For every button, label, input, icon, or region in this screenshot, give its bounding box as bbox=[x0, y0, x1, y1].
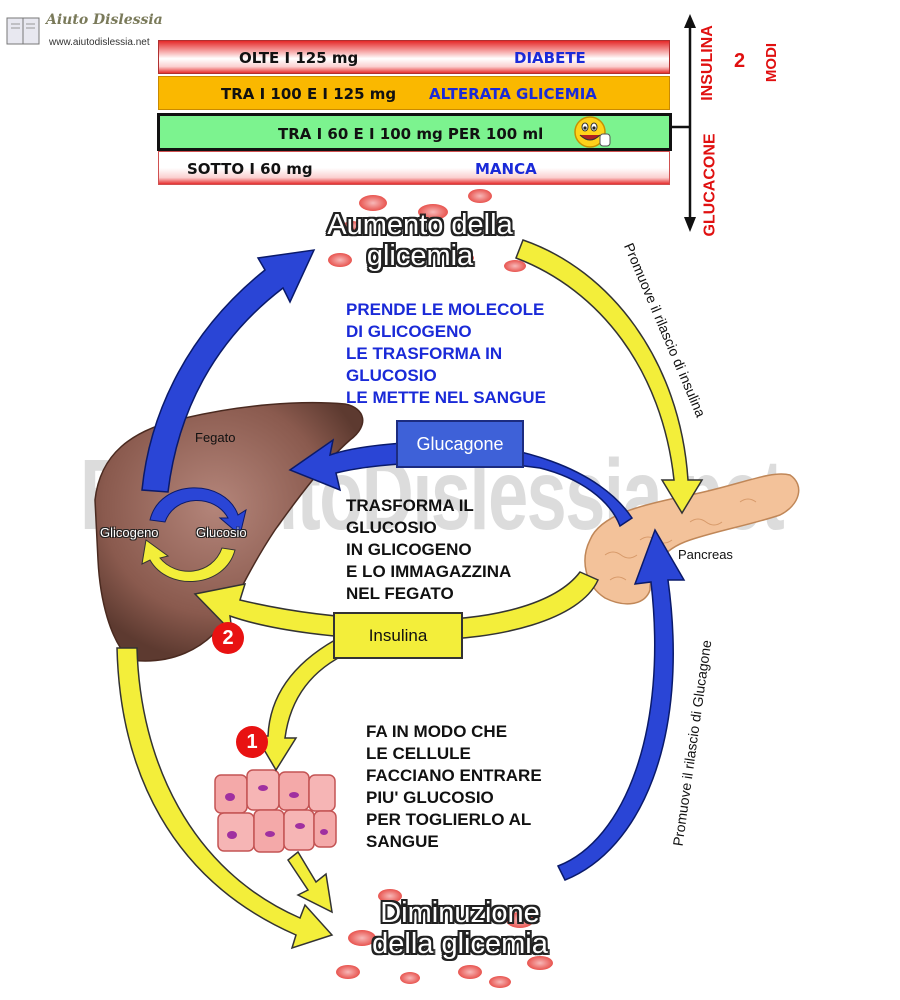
side-label-modi: MODI bbox=[763, 42, 781, 83]
band-range: OLTE I 125 mg bbox=[239, 49, 359, 67]
side-label-glucacone: GLUCACONE bbox=[701, 133, 719, 237]
band-status: MANCA bbox=[475, 160, 537, 178]
arrow-liver-to-aumento bbox=[141, 249, 316, 493]
glucagone-box-label: Glucagone bbox=[416, 434, 504, 454]
title-aumento: Aumento della glicemia bbox=[300, 210, 540, 272]
logo-url: www.aiutodislessia.net bbox=[49, 37, 150, 48]
title-diminuzione: Diminuzione della glicemia bbox=[335, 898, 585, 960]
smiley-icon bbox=[574, 116, 611, 148]
band-manca: SOTTO I 60 mg MANCA bbox=[158, 151, 670, 185]
body-cells bbox=[214, 769, 337, 853]
glucagone-box: Glucagone bbox=[396, 420, 524, 468]
badge-1: 1 bbox=[236, 726, 268, 758]
title-aumento-line1: Aumento della bbox=[327, 209, 513, 241]
band-range: TRA I 60 E I 100 mg PER 100 ml bbox=[278, 125, 544, 143]
arrow-diminuzione-to-pancreas bbox=[556, 528, 686, 881]
label-glicogeno: Glicogeno bbox=[100, 525, 159, 540]
label-glucosio: Glucosio bbox=[196, 525, 247, 540]
title-diminuzione-line2: della glicemia bbox=[372, 928, 548, 960]
cycle-arrow-yellow bbox=[141, 539, 236, 582]
band-status: DIABETE bbox=[514, 49, 586, 67]
logo-name: Aiuto Dislessia bbox=[46, 12, 163, 28]
logo: Aiuto Dislessia www.aiutodislessia.net bbox=[2, 10, 163, 50]
book-icon bbox=[6, 17, 40, 45]
insulina-box: Insulina bbox=[333, 612, 463, 659]
red-blood-cells-bottom bbox=[336, 889, 553, 988]
text-glucagone-action: PRENDE LE MOLECOLE DI GLICOGENO LE TRASF… bbox=[346, 300, 546, 407]
band-status: ALTERATA GLICEMIA bbox=[429, 85, 597, 103]
side-count: 2 bbox=[734, 50, 746, 72]
band-range: SOTTO I 60 mg bbox=[187, 160, 313, 178]
label-fegato: Fegato bbox=[195, 430, 236, 445]
title-diminuzione-line1: Diminuzione bbox=[380, 897, 540, 929]
band-range: TRA I 100 E I 125 mg bbox=[221, 85, 397, 103]
badge-2: 2 bbox=[212, 622, 244, 654]
arrow-aumento-to-pancreas bbox=[515, 239, 704, 515]
band-normale: TRA I 60 E I 100 mg PER 100 ml bbox=[157, 113, 672, 151]
insulina-box-label: Insulina bbox=[368, 626, 428, 645]
arrow-liver-to-diminuzione bbox=[116, 647, 334, 950]
red-blood-cells-top bbox=[328, 189, 526, 272]
text-insulina-action: TRASFORMA IL GLUCOSIO IN GLICOGENO E LO … bbox=[346, 496, 512, 603]
side-label-insulina: INSULINA bbox=[698, 25, 716, 101]
arrow-glucagone-to-liver bbox=[288, 438, 634, 528]
arrow-cells-to-diminuzione bbox=[286, 850, 333, 914]
band-diabete: OLTE I 125 mg DIABETE bbox=[158, 40, 670, 74]
title-aumento-line2: glicemia bbox=[366, 240, 474, 272]
label-pancreas: Pancreas bbox=[678, 547, 733, 562]
cycle-arrow-blue bbox=[149, 487, 247, 536]
arrow-insulina-to-cells bbox=[254, 639, 352, 772]
text-cells-action: FA IN MODO CHE LE CELLULE FACCIANO ENTRA… bbox=[366, 722, 542, 851]
side-arrow bbox=[672, 14, 696, 232]
band-alterata: TRA I 100 E I 125 mg ALTERATA GLICEMIA bbox=[158, 76, 670, 110]
arrow-insulina-to-liver bbox=[193, 571, 599, 641]
